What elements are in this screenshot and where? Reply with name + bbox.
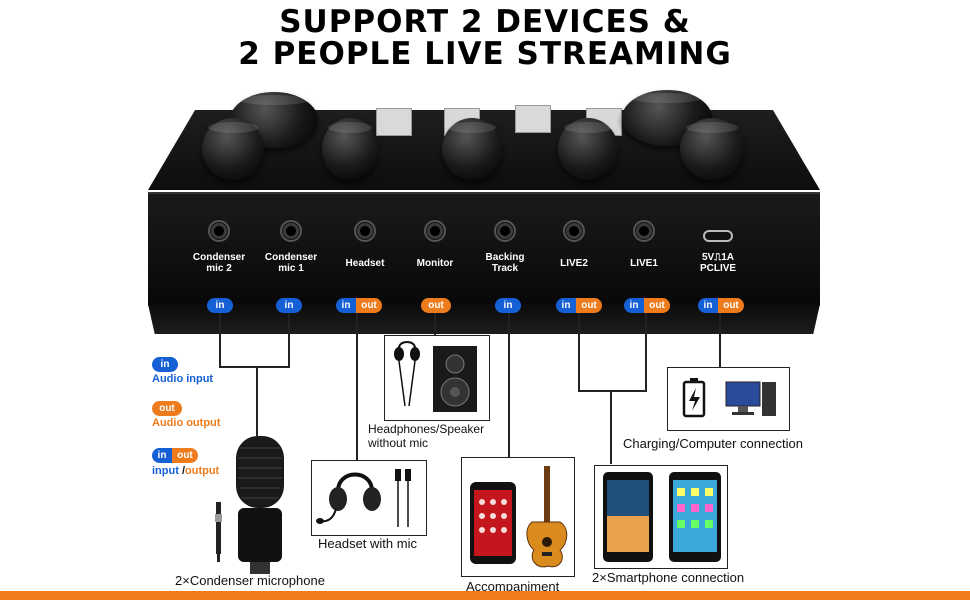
caption-headphones-1: Headphones/Speaker bbox=[368, 422, 485, 436]
bottom-accent-bar bbox=[0, 591, 970, 600]
caption-microphone: 2×Condenser microphone bbox=[175, 573, 325, 588]
connector-line bbox=[219, 366, 290, 368]
audio-jack-icon bbox=[208, 220, 230, 242]
caption-headphones-2: without mic bbox=[368, 436, 429, 450]
audio-jack-icon bbox=[494, 220, 516, 242]
page-title-line1: SUPPORT 2 DEVICES & bbox=[279, 4, 691, 40]
smartphone-icon bbox=[603, 472, 721, 562]
microphone-icon bbox=[215, 436, 284, 574]
connector-line bbox=[508, 313, 510, 457]
usb-port-icon bbox=[703, 230, 733, 242]
connector-line bbox=[256, 366, 258, 436]
badge-in-mic2: in bbox=[207, 298, 233, 313]
connector-line bbox=[434, 313, 436, 335]
badge-out-monitor: out bbox=[421, 298, 451, 313]
computer-icon bbox=[725, 381, 776, 416]
battery-charging-icon bbox=[682, 378, 776, 418]
legend-badge-in: in bbox=[152, 357, 178, 372]
legend-inout-label: input /output bbox=[152, 465, 220, 477]
connector-line bbox=[219, 313, 221, 367]
page-title-line2: 2 PEOPLE LIVE STREAMING bbox=[238, 36, 732, 72]
connector-line bbox=[578, 390, 647, 392]
knob-5 bbox=[680, 118, 744, 180]
smartphone-box bbox=[594, 465, 728, 569]
headphones-speaker-box bbox=[384, 335, 490, 421]
accompaniment-box bbox=[461, 457, 575, 577]
knob-2 bbox=[322, 118, 378, 180]
connector-line bbox=[645, 313, 647, 391]
connector-line bbox=[610, 390, 612, 464]
caption-charging: Charging/Computer connection bbox=[623, 436, 803, 451]
headset-box bbox=[311, 460, 427, 536]
audio-jack-icon bbox=[354, 220, 376, 242]
device-front-panel bbox=[148, 192, 820, 306]
port-label-live1: LIVE1 bbox=[630, 258, 658, 269]
port-label-live2: LIVE2 bbox=[560, 258, 588, 269]
smartphone-icon bbox=[470, 466, 568, 568]
knob-4 bbox=[558, 118, 618, 180]
port-label-monitor: Monitor bbox=[416, 258, 454, 269]
audio-jack-icon bbox=[280, 220, 302, 242]
legend-badge-out: out bbox=[152, 401, 182, 416]
badge-in-backing: in bbox=[495, 298, 521, 313]
guitar-icon bbox=[526, 466, 568, 568]
knob-1 bbox=[202, 118, 264, 180]
fader-3 bbox=[515, 105, 551, 133]
caption-smartphone: 2×Smartphone connection bbox=[592, 570, 745, 585]
headphones-icon bbox=[394, 341, 477, 412]
caption-accompaniment: Accompaniment bbox=[466, 579, 560, 594]
port-label-headset: Headset bbox=[345, 258, 385, 269]
charging-computer-box bbox=[667, 367, 790, 431]
connector-line bbox=[719, 313, 721, 367]
connector-line bbox=[288, 313, 290, 367]
badge-in-mic1: in bbox=[276, 298, 302, 313]
audio-jack-icon bbox=[563, 220, 585, 242]
audio-jack-icon bbox=[215, 502, 222, 562]
connector-line bbox=[356, 313, 358, 461]
audio-jack-icon bbox=[424, 220, 446, 242]
connector-line bbox=[578, 313, 580, 391]
caption-headset: Headset with mic bbox=[318, 536, 417, 551]
audio-jack-icon bbox=[633, 220, 655, 242]
legend-in-label: Audio input bbox=[152, 373, 214, 385]
headset-icon bbox=[316, 469, 411, 527]
knob-3 bbox=[442, 118, 502, 180]
fader-1 bbox=[376, 108, 412, 136]
legend-out-label: Audio output bbox=[152, 417, 221, 429]
